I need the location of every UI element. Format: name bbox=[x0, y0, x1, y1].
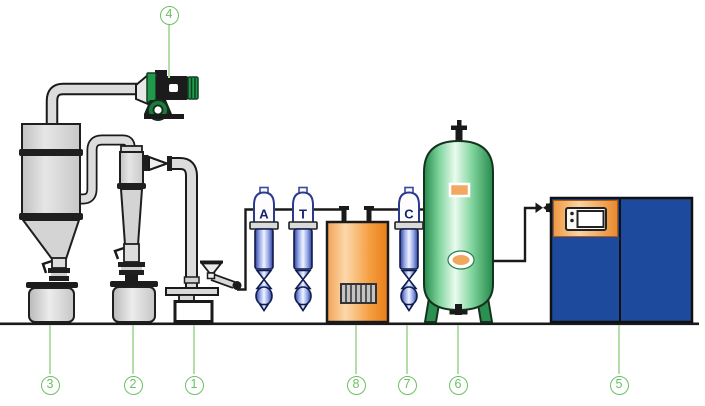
filter-flange bbox=[249, 221, 279, 230]
filter-dome bbox=[292, 191, 314, 225]
callout-7: 7 bbox=[397, 375, 417, 395]
filter-a: A bbox=[249, 186, 279, 312]
feeder-stand bbox=[173, 300, 214, 323]
cyclone-valve-handle bbox=[41, 259, 53, 274]
cyclone-flange bbox=[117, 183, 146, 189]
pipe-feeder-to-filter-a bbox=[237, 208, 256, 291]
filter-c: C bbox=[394, 186, 424, 312]
leader-line-2 bbox=[132, 325, 134, 374]
tank-nameplate bbox=[448, 182, 471, 198]
panel-button bbox=[570, 211, 574, 216]
filter-bowl bbox=[399, 228, 419, 270]
callout-3: 3 bbox=[40, 375, 60, 395]
filter-t-label: T bbox=[299, 207, 307, 222]
collection-pot-lid bbox=[110, 281, 158, 287]
filter-bowl bbox=[254, 228, 274, 270]
callout-5: 5 bbox=[609, 375, 629, 395]
filter-drain-bulb bbox=[255, 286, 273, 306]
collection-pot bbox=[28, 287, 75, 323]
feeder-station bbox=[165, 260, 242, 323]
filter-dome bbox=[253, 191, 275, 225]
pipe-tank-to-compressor bbox=[493, 206, 538, 263]
venturi-cone bbox=[148, 156, 168, 171]
feed-hopper bbox=[200, 262, 223, 274]
filter-dome bbox=[398, 191, 420, 225]
pipe-collar bbox=[183, 276, 200, 284]
callout-2-number: 2 bbox=[129, 376, 137, 391]
filter-bowl bbox=[293, 228, 313, 270]
cyclone-valve-handle bbox=[113, 246, 125, 260]
callout-2: 2 bbox=[123, 375, 143, 395]
filter-t: T bbox=[288, 186, 318, 312]
callout-1-number: 1 bbox=[190, 376, 198, 391]
cyclone-body bbox=[21, 123, 81, 216]
leader-line-7 bbox=[406, 325, 408, 374]
panel-button bbox=[570, 218, 574, 223]
exhaust-pipe bbox=[45, 82, 137, 127]
tank-shell bbox=[423, 139, 494, 312]
callout-8-number: 8 bbox=[352, 376, 360, 391]
filter-drain-bulb bbox=[400, 286, 418, 306]
cyclone-quick-clamp bbox=[49, 276, 69, 281]
fan-nameplate bbox=[169, 84, 178, 92]
ground-line bbox=[0, 322, 699, 326]
collection-pot-lid bbox=[26, 282, 78, 288]
fan-top-block bbox=[155, 70, 167, 77]
leader-line-3 bbox=[49, 325, 51, 374]
fan-scroll-eye bbox=[152, 104, 164, 116]
leader-line-8 bbox=[355, 325, 357, 374]
control-screen bbox=[576, 210, 605, 228]
fan-inlet-cone bbox=[135, 72, 149, 106]
heater-outlet-fitting bbox=[364, 206, 374, 210]
feed-valve bbox=[232, 281, 242, 290]
fan-end-cap bbox=[187, 76, 199, 100]
callout-3-number: 3 bbox=[46, 376, 54, 391]
leader-line-4 bbox=[168, 25, 170, 78]
heater-cabinet bbox=[325, 220, 390, 324]
feed-pipe bbox=[211, 274, 235, 288]
leader-line-5 bbox=[618, 325, 620, 374]
heater-inlet-fitting bbox=[339, 206, 349, 210]
callout-6-number: 6 bbox=[454, 376, 462, 391]
callout-7-number: 7 bbox=[403, 376, 411, 391]
tank-drain-valve bbox=[455, 304, 462, 315]
feeder-table bbox=[165, 287, 219, 296]
fan-green-plate bbox=[146, 72, 157, 103]
callout-8: 8 bbox=[346, 375, 366, 395]
collection-pot bbox=[112, 286, 156, 323]
cyclone-neck bbox=[123, 243, 140, 263]
callout-5-number: 5 bbox=[615, 376, 623, 391]
callout-1: 1 bbox=[184, 375, 204, 395]
filter-c-label: C bbox=[404, 207, 414, 222]
filter-a-label: A bbox=[259, 207, 269, 222]
cyclone-cone bbox=[120, 188, 143, 246]
riser-pipe bbox=[172, 157, 200, 289]
cyclone-flange-top bbox=[19, 149, 83, 156]
callout-6: 6 bbox=[448, 375, 468, 395]
cyclone-cone bbox=[22, 219, 80, 260]
tank-top-valve bbox=[451, 125, 467, 130]
main-cyclone bbox=[19, 123, 83, 323]
venturi-ejector bbox=[143, 155, 172, 171]
callout-4-number: 4 bbox=[165, 6, 173, 21]
cyclone-quick-clamp bbox=[119, 270, 144, 275]
cyclone-flange-bottom bbox=[19, 213, 83, 220]
exhaust-fan bbox=[135, 70, 199, 121]
cyclone-neck bbox=[51, 257, 67, 269]
air-tank bbox=[423, 120, 494, 323]
air-compressor bbox=[535, 196, 694, 324]
heater-grille bbox=[340, 283, 377, 304]
cyclone-connecting-pipe bbox=[78, 134, 136, 205]
filter-drain-bulb bbox=[294, 286, 312, 306]
filter-flange bbox=[394, 221, 424, 230]
callout-4: 4 bbox=[159, 5, 179, 25]
leader-line-6 bbox=[457, 325, 459, 374]
secondary-cyclone bbox=[110, 145, 158, 323]
leader-line-1 bbox=[193, 325, 195, 374]
cyclone-body bbox=[119, 151, 144, 186]
fan-base bbox=[144, 114, 184, 119]
heater-box bbox=[325, 206, 390, 324]
filter-flange bbox=[288, 221, 318, 230]
